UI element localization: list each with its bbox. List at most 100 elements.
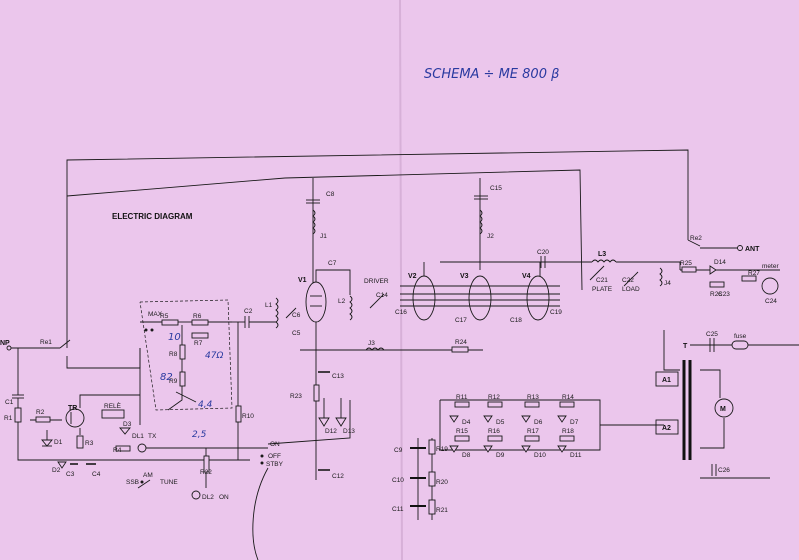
pa-tubes: V2 V3 V4 C16 C17 C18 C19 C15 J2	[395, 185, 562, 324]
label-plate: PLATE	[592, 286, 613, 293]
label-load: LOAD	[622, 286, 640, 293]
diagram-title: ELECTRIC DIAGRAM	[112, 212, 193, 221]
label-d13: D13	[343, 428, 355, 435]
label-dl2-on: ON	[219, 494, 229, 501]
label-d12: D12	[325, 428, 337, 435]
label-v1: V1	[298, 277, 307, 284]
label-d11: D11	[570, 452, 582, 459]
label-r7-val: 47Ω	[205, 351, 223, 361]
label-l2: L2	[338, 298, 346, 305]
label-c19: C19	[550, 309, 562, 316]
label-m: M	[720, 406, 726, 413]
label-c22: C22	[622, 277, 634, 284]
label-num-4k: 4,4	[198, 400, 213, 410]
label-r21: R21	[436, 507, 448, 514]
label-tx: TX	[148, 433, 157, 440]
label-r8: R8	[169, 351, 178, 358]
label-v3: V3	[460, 273, 469, 280]
label-v4: V4	[522, 273, 531, 280]
label-c7: C7	[328, 260, 337, 267]
label-j3: J3	[368, 340, 375, 347]
label-c4: C4	[92, 471, 101, 478]
label-c23: C23	[718, 291, 730, 298]
label-re2: Re2	[690, 235, 702, 242]
label-d7: D7	[570, 419, 579, 426]
label-r7: R7	[194, 340, 203, 347]
label-r10: R10	[242, 413, 254, 420]
label-r3: R3	[85, 440, 94, 447]
label-ssb: SSB	[126, 479, 139, 486]
input-section: NP Re1 C1 R1	[0, 339, 250, 461]
filter-capacitors: C9 R19 C10 R20 C11 R21	[392, 438, 448, 520]
label-r25: R25	[680, 260, 692, 267]
label-c20: C20	[537, 249, 549, 256]
label-d9: D9	[496, 452, 505, 459]
label-c24: C24	[765, 298, 777, 305]
label-r16: R16	[488, 428, 500, 435]
label-c10: C10	[392, 477, 404, 484]
label-c8: C8	[326, 191, 335, 198]
label-r14: R14	[562, 394, 574, 401]
label-c1: C1	[5, 399, 14, 406]
label-stby: STBY	[266, 461, 284, 468]
label-r27: R27	[748, 270, 760, 277]
label-a1: A1	[662, 377, 671, 384]
label-c26: C26	[718, 467, 730, 474]
power-supply: C25 fuse T A1 A2 M C26	[655, 330, 799, 479]
label-max: MAX	[148, 311, 163, 318]
label-v2: V2	[408, 273, 417, 280]
label-r9: R9	[169, 378, 178, 385]
label-d3: D3	[123, 421, 132, 428]
label-r19: R19	[436, 446, 448, 453]
label-r11: R11	[456, 394, 468, 401]
label-fuse: fuse	[734, 333, 747, 340]
paper-fold	[399, 0, 403, 560]
label-r26: R26	[710, 291, 722, 298]
input-coupling: C2 R10 L1 C5 C6	[232, 297, 301, 460]
label-dl1: DL1	[132, 433, 144, 440]
label-c6: C6	[292, 312, 301, 319]
label-c21: C21	[596, 277, 608, 284]
output-network: C20 L3 C21 PLATE C22 LOAD J4 Re2 ANT R25…	[537, 235, 780, 305]
label-d10: D10	[534, 452, 546, 459]
label-c18: C18	[510, 317, 522, 324]
label-d14: D14	[714, 259, 726, 266]
label-c14: C14	[376, 292, 388, 299]
label-r12: R12	[488, 394, 500, 401]
label-num-82: 82	[160, 372, 173, 383]
label-r18: R18	[562, 428, 574, 435]
label-tr: TR	[68, 405, 77, 412]
rectifier-bridge: R11 R12 R13 R14 D4 D5 D6 D7 R15 R16 R17 …	[439, 394, 664, 459]
label-j2: J2	[487, 233, 494, 240]
label-num-25: 2,5	[192, 430, 207, 440]
handwritten-title: SCHEMA ÷ ME 800 β	[424, 67, 559, 82]
label-driver: DRIVER	[364, 278, 389, 285]
label-r20: R20	[436, 479, 448, 486]
label-r23: R23	[290, 393, 302, 400]
label-l3: L3	[598, 251, 606, 258]
label-re1: Re1	[40, 339, 52, 346]
label-j1: J1	[320, 233, 327, 240]
relay-driver: R2 TR RELÈ R3 D1 D3 R4 DL1 TX D2 C3 C4	[30, 394, 250, 478]
label-t: T	[683, 343, 688, 350]
label-c9: C9	[394, 447, 403, 454]
label-c13: C13	[332, 373, 344, 380]
label-c12: C12	[332, 473, 344, 480]
label-d8: D8	[462, 452, 471, 459]
label-r1: R1	[4, 415, 13, 422]
label-a2: A2	[662, 425, 671, 432]
label-d4: D4	[462, 419, 471, 426]
label-d5: D5	[496, 419, 505, 426]
label-c11: C11	[392, 506, 404, 513]
label-c2: C2	[244, 308, 253, 315]
label-c25: C25	[706, 331, 718, 338]
label-c16: C16	[395, 309, 407, 316]
label-j4: J4	[664, 280, 671, 287]
label-rele: RELÈ	[104, 401, 122, 410]
label-r17: R17	[527, 428, 539, 435]
label-c3: C3	[66, 471, 75, 478]
label-dl2: DL2	[202, 494, 214, 501]
label-c17: C17	[455, 317, 467, 324]
